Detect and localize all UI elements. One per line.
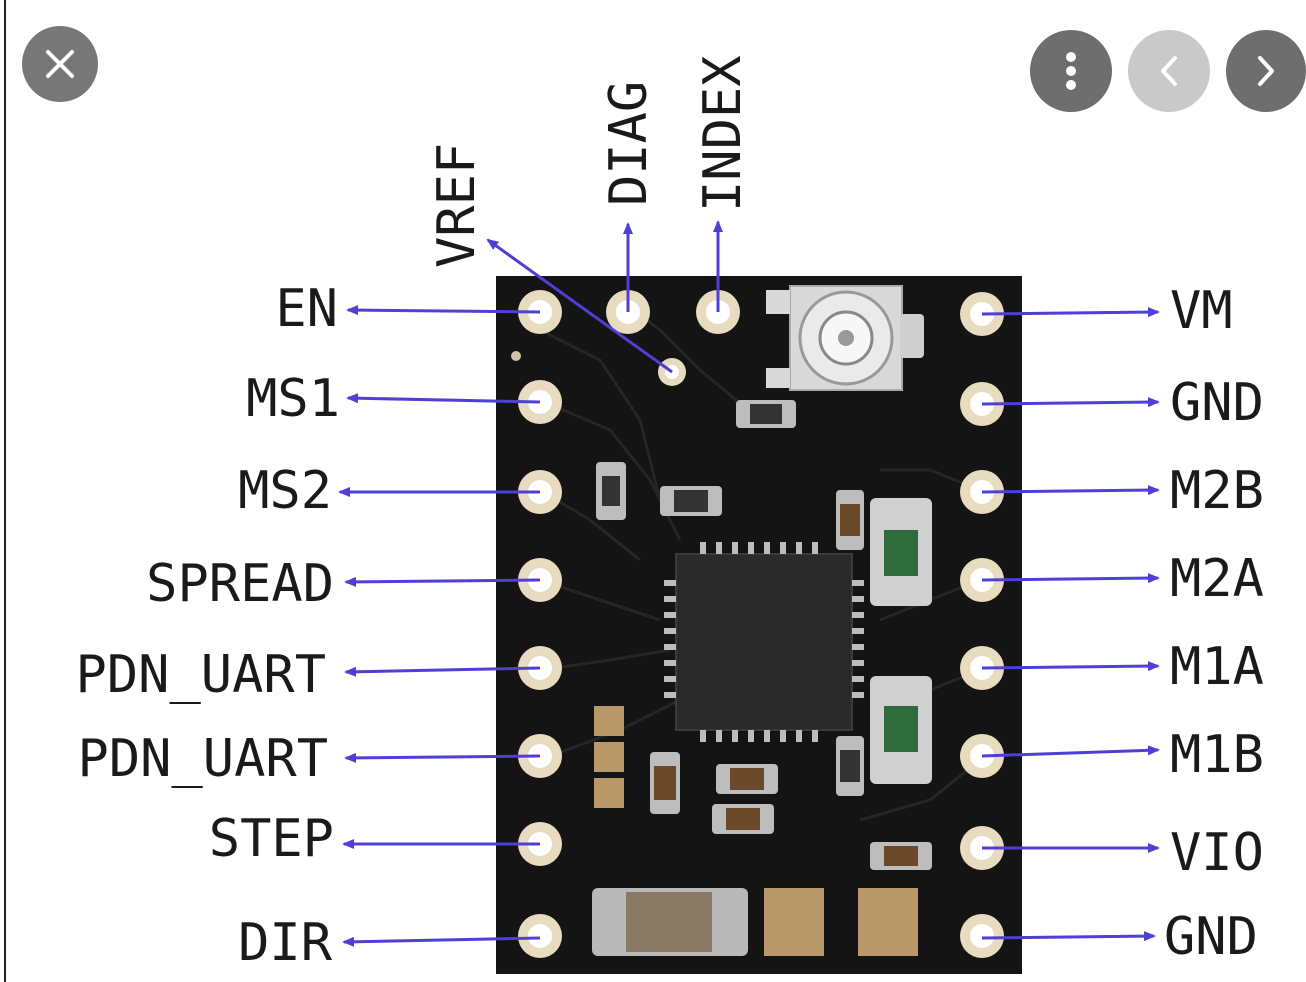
arrow-ms1: [346, 393, 541, 404]
arrow-dir: [342, 936, 541, 947]
chevron-right-icon: [1258, 56, 1274, 86]
more-vertical-icon: [1066, 52, 1076, 90]
arrow-m2a: [981, 573, 1160, 584]
label-diag: DIAG: [599, 81, 659, 206]
label-spread: SPREAD: [146, 554, 334, 614]
label-vio: VIO: [1170, 823, 1264, 883]
chevron-left-icon: [1161, 56, 1177, 86]
arrow-m1b: [981, 745, 1160, 758]
label-gnd-2: GND: [1164, 907, 1258, 967]
pin-arrows: [338, 220, 1160, 947]
label-m2a: M2A: [1170, 549, 1264, 609]
close-icon: [46, 50, 74, 78]
label-step: STEP: [209, 809, 334, 869]
arrow-pdn-uart-1: [344, 666, 541, 677]
top-pin-labels: VREF DIAG INDEX: [427, 55, 753, 268]
arrow-gnd-1: [981, 397, 1160, 408]
label-en: EN: [275, 279, 338, 339]
arrow-vref: [486, 238, 673, 374]
label-index: INDEX: [693, 55, 753, 212]
label-dir: DIR: [238, 913, 333, 973]
label-m1a: M1A: [1170, 637, 1264, 697]
label-vref: VREF: [427, 143, 487, 268]
next-image-button[interactable]: [1226, 30, 1306, 112]
arrow-m1a: [981, 661, 1160, 672]
label-ms1: MS1: [246, 369, 340, 429]
smd-components: [592, 400, 932, 956]
more-options-button[interactable]: [1030, 30, 1112, 112]
arrow-pdn-uart-2: [344, 752, 541, 763]
arrow-vm: [981, 307, 1160, 318]
previous-image-button[interactable]: [1128, 30, 1210, 112]
driver-chip: [664, 542, 864, 742]
left-pin-labels: EN MS1 MS2 SPREAD PDN_UART PDN_UART STEP…: [76, 279, 340, 973]
arrow-gnd-2: [981, 931, 1156, 942]
right-pin-labels: VM GND M2B M2A M1A M1B VIO GND: [1164, 281, 1264, 967]
label-m1b: M1B: [1170, 725, 1264, 785]
label-m2b: M2B: [1170, 461, 1264, 521]
label-pdn-uart-1: PDN_UART: [76, 645, 326, 705]
viewer-left-border: [4, 0, 6, 982]
label-gnd-1: GND: [1170, 373, 1264, 433]
label-vm: VM: [1170, 281, 1233, 341]
arrow-en: [346, 305, 541, 316]
label-ms2: MS2: [238, 461, 332, 521]
arrow-m2b: [981, 485, 1160, 496]
close-button[interactable]: [22, 26, 98, 102]
arrow-spread: [344, 576, 541, 587]
label-pdn-uart-2: PDN_UART: [78, 729, 328, 789]
vref-potentiometer: [766, 285, 924, 391]
